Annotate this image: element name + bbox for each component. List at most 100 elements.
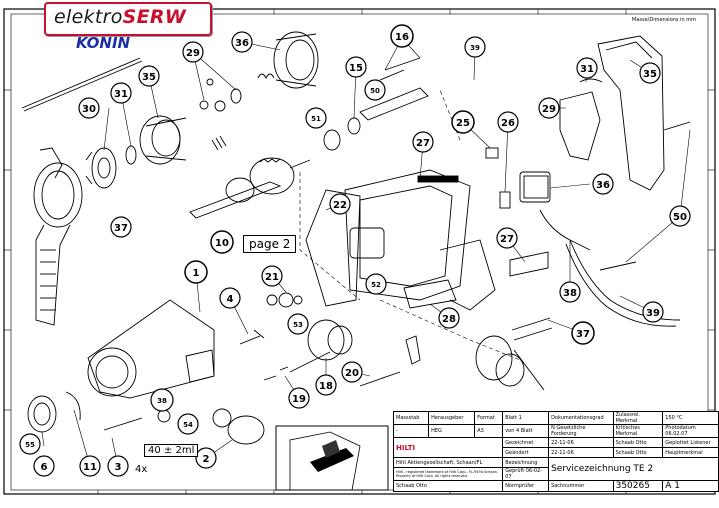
svg-text:50: 50 <box>370 87 380 95</box>
svg-text:20: 20 <box>345 368 359 379</box>
callout-4: 4 <box>219 287 241 309</box>
chuck-body-part <box>139 115 187 165</box>
plate-part <box>509 251 549 277</box>
blatt-cell: Blatt 1 <box>502 411 550 425</box>
svg-text:39: 39 <box>470 44 480 52</box>
switch-part <box>523 175 549 199</box>
svg-text:38: 38 <box>563 288 577 299</box>
svg-text:37: 37 <box>114 223 128 234</box>
herausgeber-value: HEG <box>428 424 476 438</box>
callout-819-b: 50 <box>364 79 386 101</box>
callout-819-e: 53 <box>287 313 309 335</box>
switch-frame-part <box>559 91 601 161</box>
sachnummer-value: 350265 <box>612 480 664 492</box>
callout-50: 29 <box>182 41 204 63</box>
callout-38: 39 <box>642 301 664 323</box>
svg-text:52: 52 <box>371 281 381 289</box>
callout-labels: 30 31 35 29 36 37 16 15 39 50 51 27 25 2… <box>19 24 691 477</box>
svg-text:27: 27 <box>500 234 514 245</box>
svg-text:10: 10 <box>215 238 229 249</box>
page-reference: page 2 <box>243 235 297 253</box>
callout-819-a: 39 <box>464 36 486 58</box>
svg-text:51: 51 <box>311 115 321 123</box>
tolerance-label: 40 ± 2ml <box>144 444 199 457</box>
svg-text:4: 4 <box>227 294 234 305</box>
geaendert-name: Schaab Otto <box>612 447 664 458</box>
gepruft-cell: Geprüft 06-02-07 <box>502 467 550 481</box>
zulass-label: Zulassrel. Merkmal <box>612 411 664 425</box>
svg-text:2: 2 <box>203 454 210 465</box>
svg-text:36: 36 <box>596 180 610 191</box>
gasket-part <box>305 189 361 307</box>
callout-18: 18 <box>315 374 337 396</box>
svg-text:39: 39 <box>646 308 660 319</box>
legal-text: Hilti - registered trademark of Hilti Co… <box>392 467 504 481</box>
svg-text:16: 16 <box>395 32 409 43</box>
massstab-value: - <box>392 424 430 438</box>
callout-16: 16 <box>390 24 414 48</box>
photodatum-cell: Photodatum 06.02.07 <box>662 424 719 438</box>
svg-text:29: 29 <box>186 48 200 59</box>
svg-text:30: 30 <box>82 104 96 115</box>
callout-10: 10 <box>210 230 234 254</box>
geaendert-date: 22-11-06 <box>548 447 614 458</box>
callout-27-b: 27 <box>496 227 518 249</box>
brand-logo-text: elektroSERW <box>54 6 187 28</box>
geaendert-label: Geändert <box>502 447 550 458</box>
svg-text:31: 31 <box>114 89 128 100</box>
svg-text:53: 53 <box>293 321 303 329</box>
svg-text:38: 38 <box>157 397 167 405</box>
callout-819-f: 54 <box>177 413 199 435</box>
svg-text:26: 26 <box>501 118 515 129</box>
svg-text:18: 18 <box>319 381 333 392</box>
callout-11: 11 <box>79 455 101 477</box>
svg-text:6: 6 <box>41 462 48 473</box>
svg-text:29: 29 <box>542 104 556 115</box>
bezeichnung-label: Bezeichnung <box>502 457 550 468</box>
herausgeber-label: Herausgeber <box>428 411 476 425</box>
normpruefer-label: Normprüfer <box>502 480 550 492</box>
callout-819-g: 55 <box>19 433 41 455</box>
svg-text:54: 54 <box>183 421 193 429</box>
callout-37: 38 <box>559 281 581 303</box>
leader-lines <box>41 37 691 467</box>
callout-27-a: 27 <box>412 131 434 153</box>
washer-part <box>125 145 137 165</box>
gear-subassembly-part <box>475 317 553 391</box>
svg-text:50: 50 <box>673 212 687 223</box>
screw-part <box>103 417 143 431</box>
svg-text:11: 11 <box>83 462 97 473</box>
svg-text:1: 1 <box>193 268 200 279</box>
callout-2: 2 <box>195 447 217 469</box>
format-value: A3 <box>474 424 504 438</box>
svg-text:21: 21 <box>265 272 279 283</box>
callout-815: 38 <box>150 388 174 412</box>
callout-53: 35 <box>138 65 160 87</box>
svg-text:15: 15 <box>349 63 363 74</box>
callout-29: 29 <box>538 97 560 119</box>
svg-text:25: 25 <box>456 118 470 129</box>
company-cell: HILTI <box>392 437 504 458</box>
callout-6: 6 <box>33 455 55 477</box>
piston-part <box>323 57 429 151</box>
massstab-label: Massstab <box>392 411 430 425</box>
svg-text:22: 22 <box>333 200 347 211</box>
drawing-frame <box>3 8 716 495</box>
callout-3: 3 <box>107 455 129 477</box>
bearing-housing-part <box>257 31 319 89</box>
callout-54: 36 <box>231 31 253 53</box>
callout-1: 1 <box>184 260 208 284</box>
brand-logo: elektroSERW <box>44 2 212 36</box>
callout-39: 50 <box>669 205 691 227</box>
von-cell: von 4 Blatt <box>502 424 550 438</box>
rod-part <box>21 57 141 109</box>
svg-text:3: 3 <box>115 462 122 473</box>
svg-text:28: 28 <box>442 314 456 325</box>
callout-819-d: 52 <box>365 273 387 295</box>
hauptmerkmal-label: Hauptmerkmal <box>662 447 719 458</box>
sachnummer-label: Sachnummer <box>548 480 614 492</box>
title-block: Massstab Herausgeber Format Blatt 1 Doku… <box>392 411 719 492</box>
gear-shaft-part <box>189 157 311 219</box>
callout-26: 26 <box>497 111 519 133</box>
svg-text:19: 19 <box>292 394 306 405</box>
